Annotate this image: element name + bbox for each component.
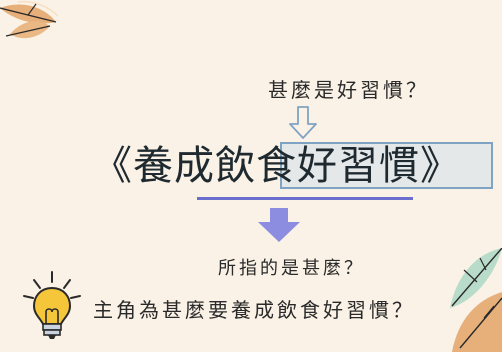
highlight-box: [280, 142, 493, 189]
leaf-decoration-top-left: [0, 0, 59, 39]
light-bulb-icon: [23, 271, 81, 339]
title-underline: [197, 197, 413, 200]
question-middle: 所指的是甚麼？: [218, 258, 365, 279]
down-arrow-icon: [258, 208, 300, 242]
question-top: 甚麼是好習慣？: [268, 78, 429, 102]
leaf-decoration-bottom-right: [450, 248, 502, 352]
title-container: 《養成飲食好習慣》: [92, 138, 493, 198]
slide-title: 《養成飲食好習慣》: [92, 143, 461, 189]
question-bottom: 主角為甚麼要養成飲食好習慣？: [93, 298, 415, 322]
outline-down-arrow-icon: [289, 106, 317, 139]
